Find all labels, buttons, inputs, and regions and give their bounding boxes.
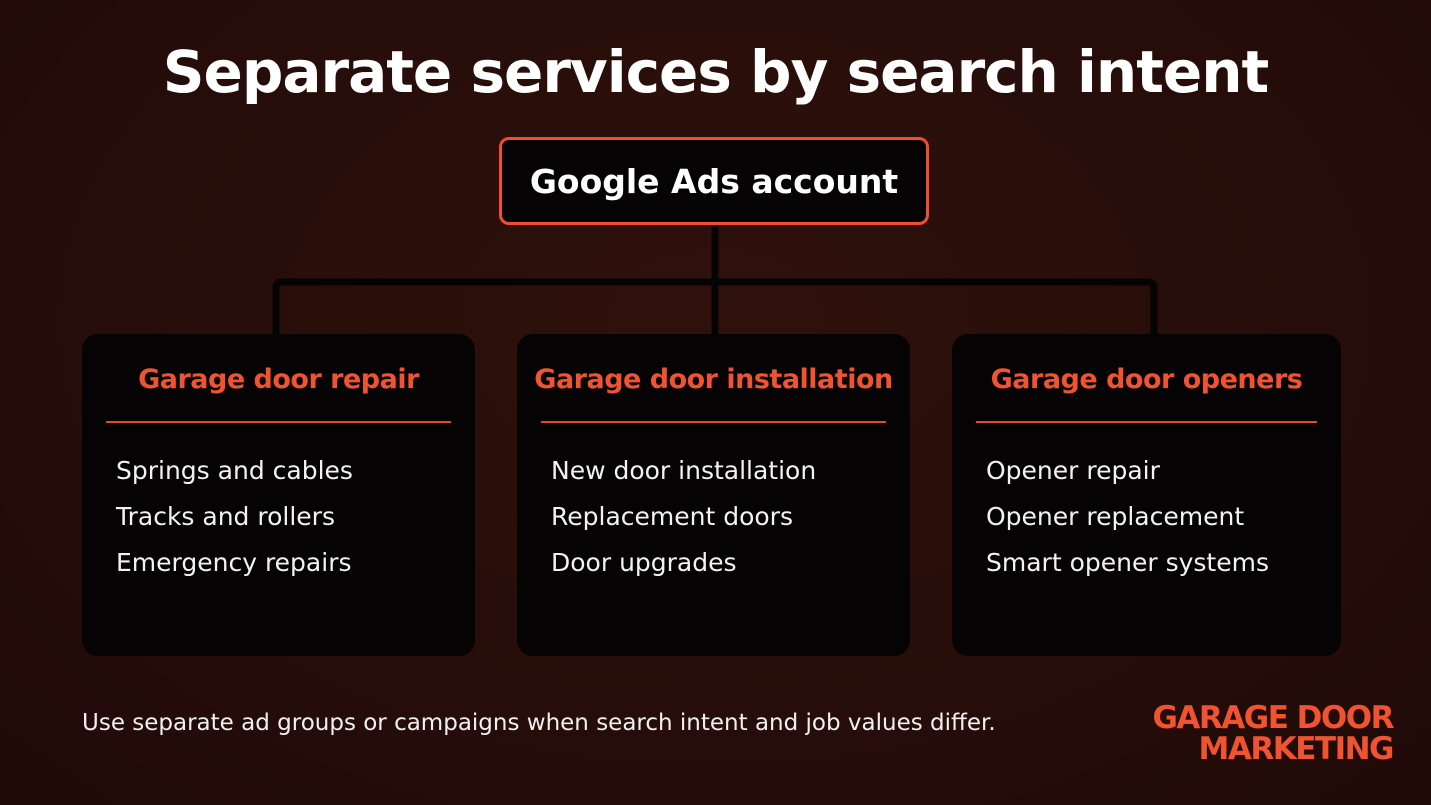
connector-horizontal	[272, 278, 1158, 334]
list-item: Opener replacement	[986, 502, 1245, 531]
card-item-list: Springs and cables Tracks and rollers Em…	[116, 448, 353, 586]
list-item: Tracks and rollers	[116, 502, 335, 531]
list-item: Emergency repairs	[116, 548, 352, 577]
page-title: Separate services by search intent	[162, 38, 1270, 106]
card-item-list: New door installation Replacement doors …	[551, 448, 816, 586]
brand-logo-line-2: MARKETING	[1198, 731, 1395, 767]
brand-logo-line-1: GARAGE DOOR	[1152, 700, 1394, 736]
card-divider	[106, 421, 451, 423]
footer-note: Use separate ad groups or campaigns when…	[82, 710, 996, 736]
category-card-openers: Garage door openers Opener repair Opener…	[952, 334, 1341, 656]
list-item: Replacement doors	[551, 502, 793, 531]
card-title: Garage door installation	[534, 364, 893, 395]
list-item: Smart opener systems	[986, 548, 1269, 577]
list-item: Opener repair	[986, 456, 1160, 485]
category-card-installation: Garage door installation New door instal…	[517, 334, 910, 656]
card-divider	[541, 421, 886, 423]
card-title: Garage door openers	[990, 364, 1303, 395]
list-item: Door upgrades	[551, 548, 737, 577]
card-item-list: Opener repair Opener replacement Smart o…	[986, 448, 1269, 586]
root-node-label: Google Ads account	[529, 161, 899, 201]
card-divider	[976, 421, 1317, 423]
brand-logo: GARAGE DOOR MARKETING	[1152, 700, 1395, 767]
category-card-repair: Garage door repair Springs and cables Tr…	[82, 334, 475, 656]
list-item: New door installation	[551, 456, 817, 485]
card-title: Garage door repair	[138, 364, 419, 395]
root-node-google-ads-account: Google Ads account	[499, 137, 929, 225]
list-item: Springs and cables	[116, 456, 353, 485]
